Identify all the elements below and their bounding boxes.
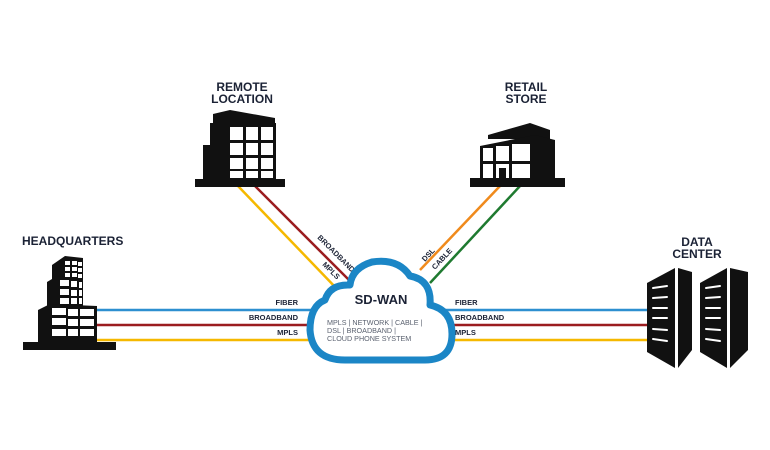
cloud-services-line1: MPLS | NETWORK | CABLE | <box>327 318 423 327</box>
dc-fiber-label: FIBER <box>455 298 478 307</box>
hq-broadband-label: BROADBAND <box>249 313 299 322</box>
storefront-icon <box>470 123 565 187</box>
node-data-center: DATA CENTER <box>647 235 748 368</box>
cloud-services-line3: CLOUD PHONE SYSTEM <box>327 334 411 343</box>
remote-mpls-label: MPLS <box>321 260 342 281</box>
cloud-icon <box>306 257 456 364</box>
dc-mpls-label: MPLS <box>455 328 476 337</box>
hq-fiber-label: FIBER <box>276 298 299 307</box>
datacenter-links <box>440 308 650 342</box>
dc-title-line1: DATA <box>681 235 713 249</box>
dc-title-line2: CENTER <box>672 247 722 261</box>
skyscraper-icon <box>23 256 116 350</box>
cloud-services-line2: DSL | BROADBAND | <box>327 326 396 335</box>
remote-links <box>237 185 353 291</box>
remote-broadband-line <box>254 185 353 284</box>
retail-links <box>419 185 521 284</box>
hq-mpls-label: MPLS <box>277 328 298 337</box>
node-headquarters: HEADQUARTERS <box>22 234 123 350</box>
retail-title-line2: STORE <box>505 92 546 106</box>
dc-broadband-label: BROADBAND <box>455 313 505 322</box>
remote-title-line1: REMOTE <box>216 80 267 94</box>
retail-cable-line <box>429 185 521 284</box>
retail-dsl-line <box>419 185 501 271</box>
cloud-title: SD-WAN <box>355 292 408 307</box>
node-retail-store: RETAIL STORE <box>470 80 565 187</box>
hq-links <box>95 308 330 342</box>
server-rack-icon <box>647 268 748 368</box>
node-remote-location: REMOTE LOCATION <box>195 80 285 187</box>
sd-wan-cloud: SD-WAN MPLS | NETWORK | CABLE | DSL | BR… <box>306 257 456 364</box>
remote-title-line2: LOCATION <box>211 92 273 106</box>
office-building-icon <box>195 110 285 187</box>
remote-mpls-line <box>237 185 339 291</box>
hq-title: HEADQUARTERS <box>22 234 123 248</box>
retail-title-line1: RETAIL <box>505 80 547 94</box>
